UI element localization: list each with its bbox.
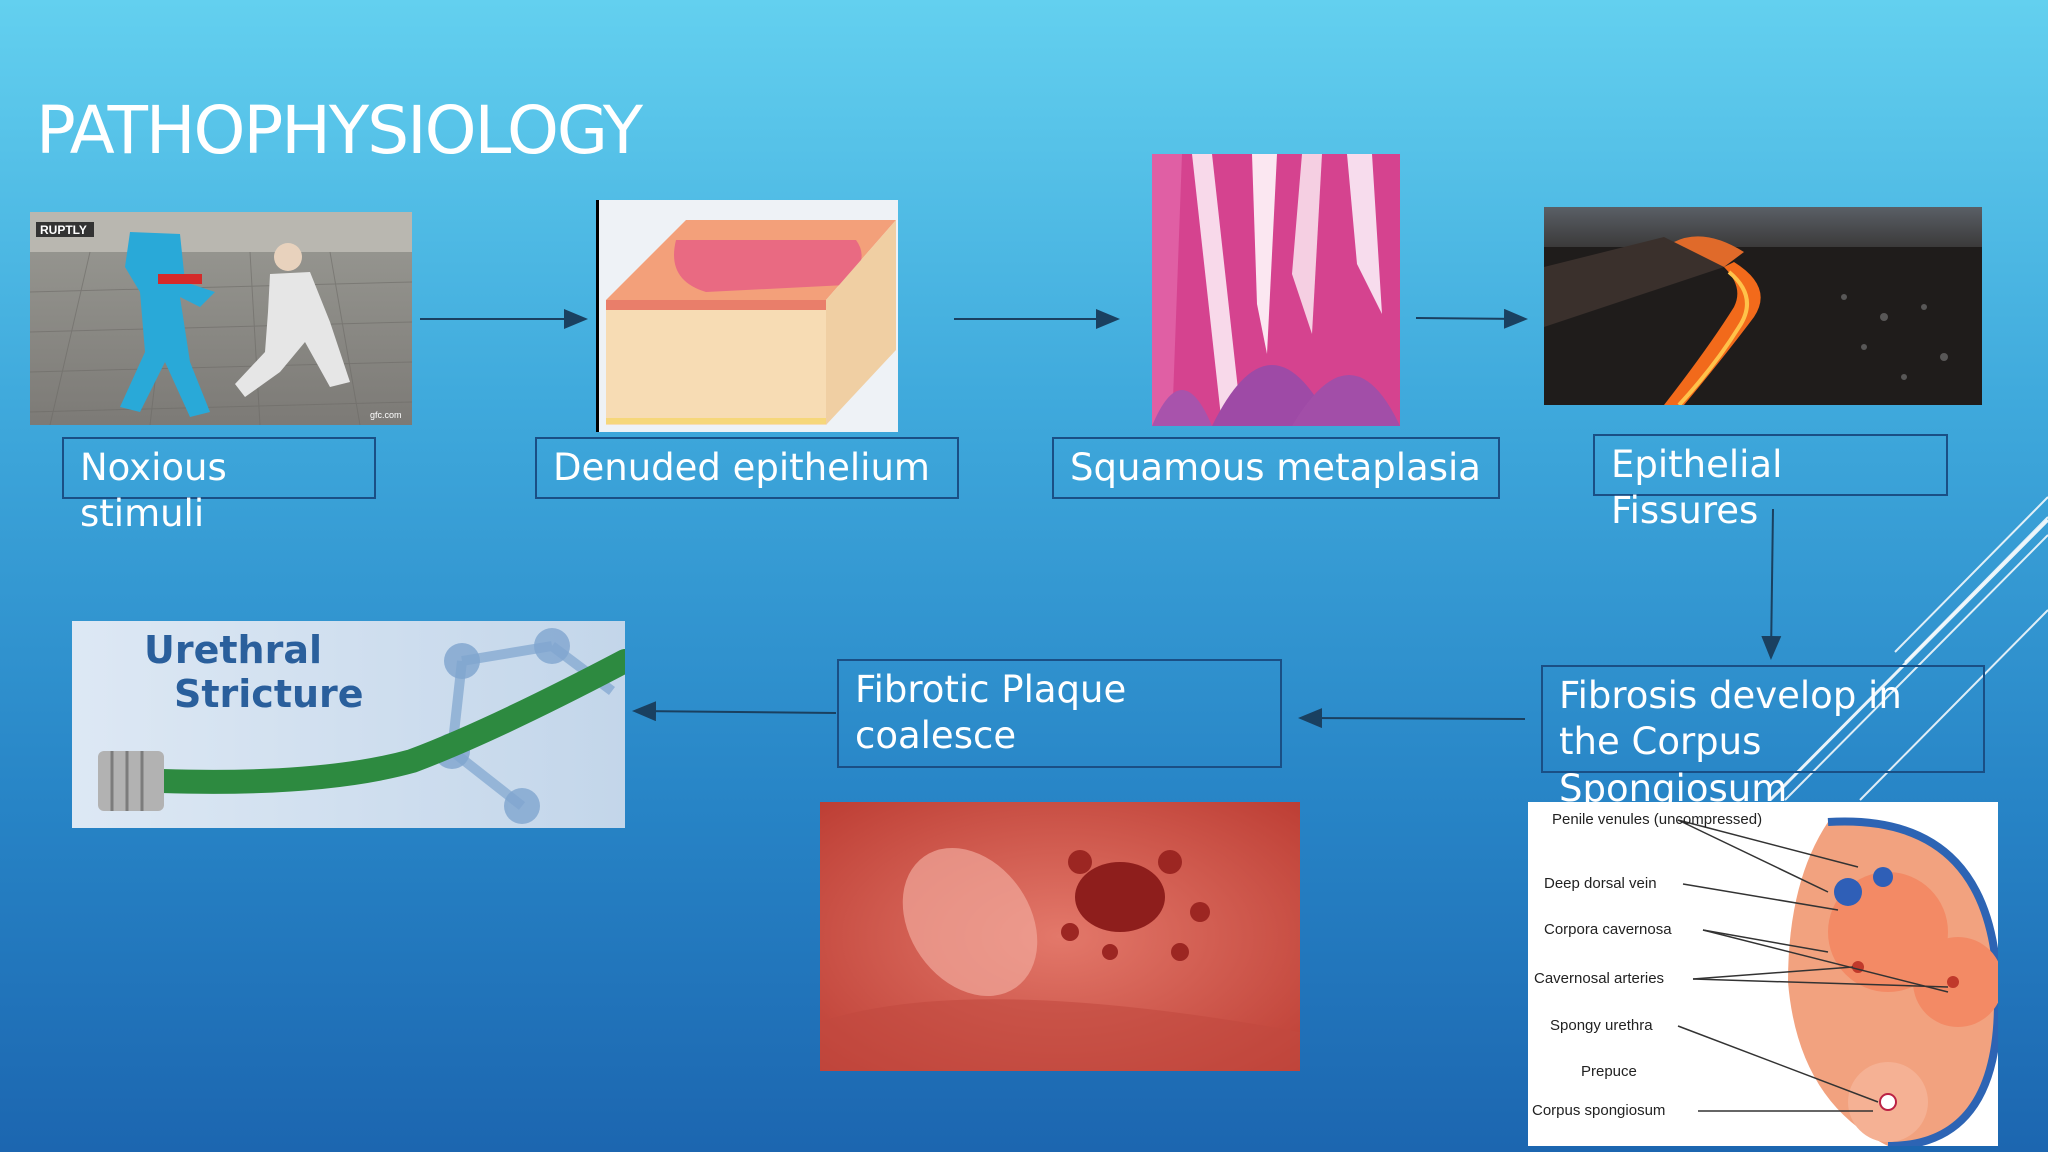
fibrotic-plaque-image	[820, 802, 1300, 1071]
stricture-title-line2: Stricture	[174, 672, 364, 716]
label-prepuce: Prepuce	[1581, 1063, 1637, 1080]
slide-title: PATHOPHYSIOLOGY	[36, 92, 643, 169]
label-cavernosal-arteries: Cavernosal arteries	[1534, 970, 1664, 987]
stricture-title-line1: Urethral	[144, 628, 322, 672]
label-deep-dorsal-vein: Deep dorsal vein	[1544, 875, 1657, 892]
step-fibrotic-plaque-coalesce: Fibrotic Plaque coalesce	[837, 659, 1282, 768]
arrow-metaplasia-to-fissures	[1415, 308, 1528, 329]
arrow-plaque-to-stricture	[632, 701, 837, 722]
arrow-fissures-to-fibrosis	[1761, 508, 1782, 660]
step-denuded-epithelium: Denuded epithelium	[535, 437, 959, 499]
label-spongy-urethra: Spongy urethra	[1550, 1017, 1653, 1034]
epithelial-fissures-lava-photo	[1544, 207, 1982, 405]
step-squamous-metaplasia: Squamous metaplasia	[1052, 437, 1500, 499]
label-corpora-cavernosa: Corpora cavernosa	[1544, 921, 1672, 938]
squamous-metaplasia-histology	[1152, 154, 1400, 426]
step-fibrosis-corpus-spongiosum: Fibrosis develop in the Corpus Spongiosu…	[1541, 665, 1985, 810]
stimuli-corner-mark: gfc.com	[370, 410, 402, 420]
label-penile-venules: Penile venules (uncompressed)	[1552, 811, 1762, 828]
label-corpus-spongiosum: Corpus spongiosum	[1532, 1102, 1665, 1119]
noxious-stimuli-photo: RUPTLY gfc.com	[30, 212, 412, 425]
step-noxious-stimuli: Noxious stimuli	[62, 437, 376, 535]
arrow-fibrosis-to-plaque	[1298, 708, 1526, 729]
step-epithelial-fissures: Epithelial Fissures	[1593, 434, 1948, 532]
denuded-epithelium-illustration	[596, 200, 898, 432]
penile-anatomy-diagram: Penile venules (uncompressed) Deep dorsa…	[1528, 802, 1998, 1146]
urethral-stricture-illustration: Urethral Stricture	[72, 621, 625, 828]
stimuli-watermark: RUPTLY	[40, 223, 87, 237]
